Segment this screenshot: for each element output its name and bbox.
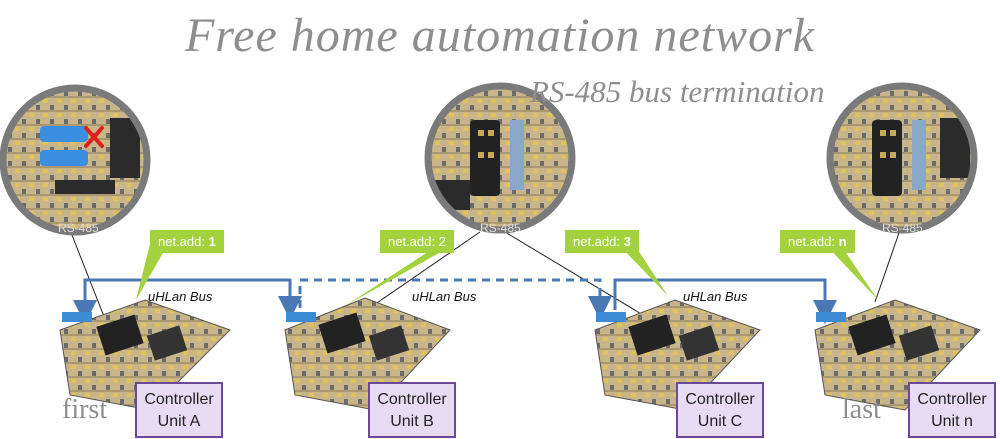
controller-board-b [284, 297, 451, 411]
unit-name-line2: Unit C [697, 413, 743, 430]
bus-segment-cn [613, 278, 837, 324]
bus-label: uHLan Bus [683, 289, 748, 304]
loupe-label-a: RS-485 [58, 221, 99, 235]
bus-label: uHLan Bus [148, 289, 213, 304]
jumper-icon [40, 150, 88, 166]
bus-segment-ab [73, 278, 302, 324]
unit-name-line2: Unit n [931, 413, 973, 430]
unit-name-line2: Unit A [157, 413, 201, 430]
removed-jumper-x-icon [84, 126, 104, 148]
tag-pointer-n [825, 244, 878, 300]
position-word-first: first [62, 394, 108, 425]
pin-header-icon [872, 120, 902, 196]
pointer-line-n [874, 229, 901, 303]
net-number: 1 [208, 234, 216, 249]
controller-unit-a: Controller Unit A [135, 382, 223, 438]
loupe-n [826, 82, 978, 234]
loupe-b [424, 82, 576, 234]
jumper-icon [40, 126, 88, 142]
net-number: 2 [438, 234, 446, 249]
unit-name-line2: Unit B [390, 413, 434, 430]
controller-unit-b: Controller Unit B [368, 382, 456, 438]
net-address-tag-n: net.add: n [780, 230, 855, 253]
tag-pointer-b [345, 244, 455, 306]
net-number: 3 [623, 234, 631, 249]
pin-header-icon [470, 120, 500, 196]
net-prefix: net.add: [158, 234, 205, 249]
unit-name-line1: Controller [685, 391, 755, 408]
controller-board-c [594, 299, 761, 411]
diagram-title: Free home automation network [184, 9, 816, 62]
net-prefix: net.add: [573, 234, 620, 249]
position-word-last: last [842, 394, 881, 425]
net-prefix: net.add: [788, 234, 835, 249]
bus-segment-bc [298, 278, 612, 320]
net-number: n [838, 234, 847, 249]
controller-board-a [59, 299, 231, 411]
loupe-a [0, 84, 151, 236]
tag-pointer-c [618, 244, 668, 296]
controller-unit-c: Controller Unit C [676, 382, 764, 438]
net-address-tag-c: net.add: 3 [565, 230, 639, 253]
unit-name-line1: Controller [917, 391, 987, 408]
controller-unit-n: Controller Unit n [908, 382, 996, 438]
loupe-label-b: RS-485 [480, 221, 521, 235]
loupe-label-n: RS-485 [882, 221, 923, 235]
controller-board-n [814, 299, 981, 411]
unit-name-line1: Controller [377, 391, 447, 408]
net-address-tag-a: net.add: 1 [150, 230, 224, 253]
net-address-tag-b: net.add: 2 [380, 230, 454, 253]
unit-name-line1: Controller [144, 391, 214, 408]
net-prefix: net.add: [388, 234, 435, 249]
bus-label: uHLan Bus [412, 289, 477, 304]
diagram-subtitle: RS-485 bus termination [530, 74, 825, 109]
tag-pointer-a [136, 244, 168, 300]
